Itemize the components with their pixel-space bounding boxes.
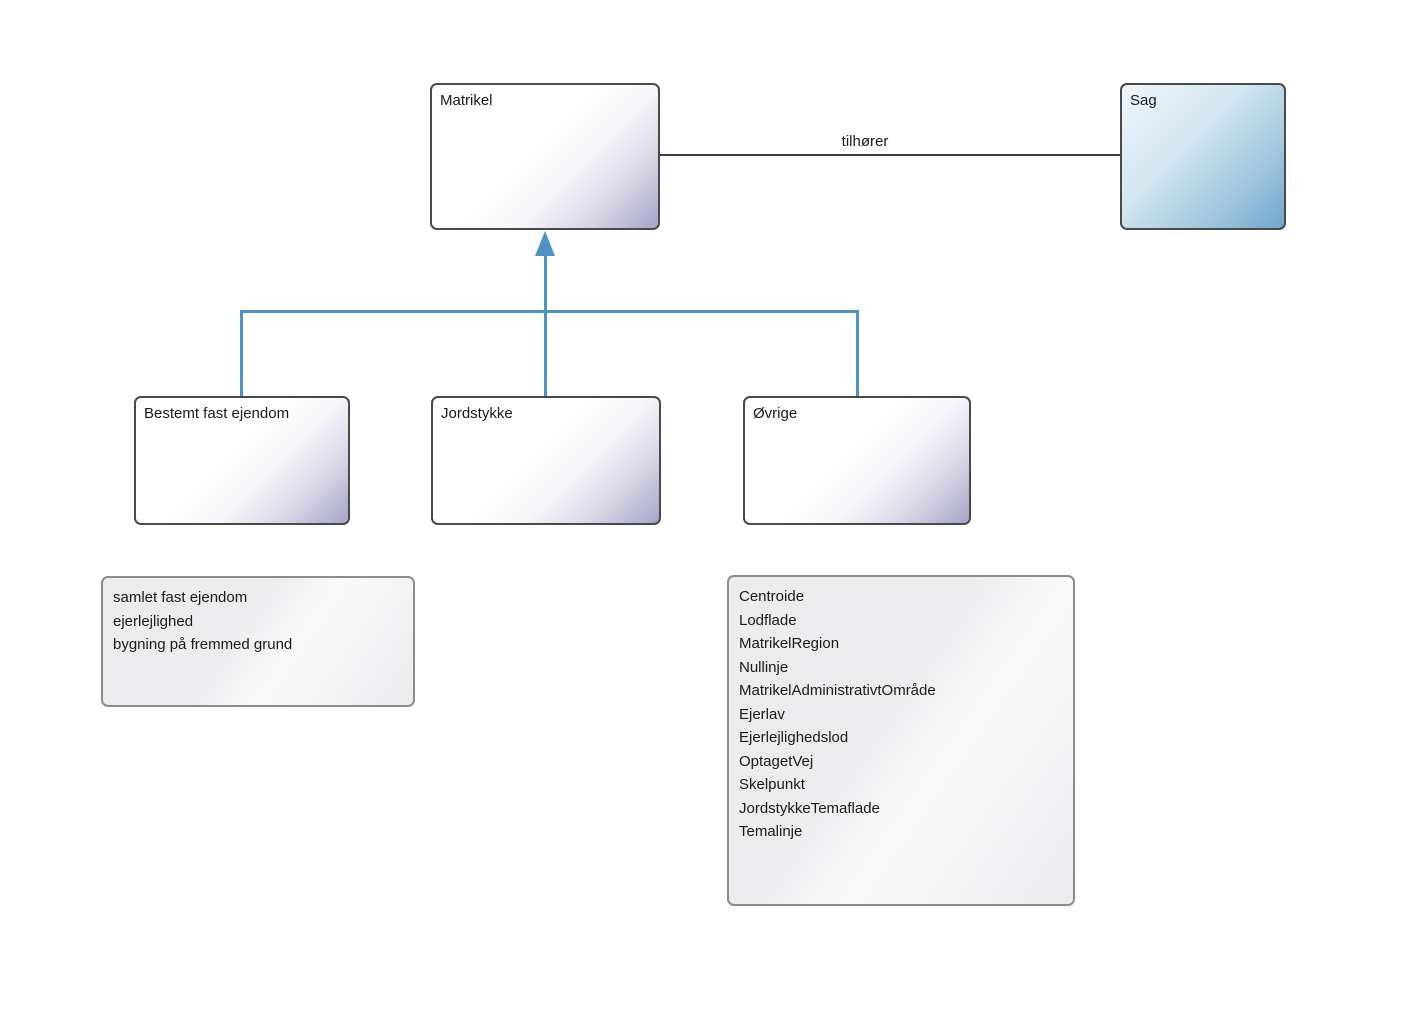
generalization-line-bestemt [240, 310, 243, 396]
node-sag: Sag [1120, 83, 1286, 230]
node-jordstykke: Jordstykke [431, 396, 661, 525]
node-ovrige: Øvrige [743, 396, 971, 525]
generalization-line-ovrige [856, 310, 859, 396]
note-line: OptagetVej [739, 752, 814, 770]
generalization-horizontal-line [240, 310, 859, 313]
node-sag-label: Sag [1130, 92, 1157, 109]
note-line: Ejerlav [739, 705, 785, 723]
node-bestemt-fast-ejendom: Bestemt fast ejendom [134, 396, 350, 525]
note-line: JordstykkeTemaflade [739, 799, 880, 817]
node-matrikel-label: Matrikel [440, 92, 493, 109]
note-line: bygning på fremmed grund [113, 636, 293, 653]
node-matrikel: Matrikel [430, 83, 660, 230]
note-line: MatrikelAdministrativtOmråde [739, 682, 936, 699]
association-label: tilhører [841, 133, 889, 150]
association-line-matrikel-sag [660, 154, 1120, 156]
note-line: Temalinje [739, 823, 803, 840]
note-bestemt-lines: samlet fast ejendom ejerlejlighed bygning … [113, 586, 403, 657]
note-line: Nullinje [739, 658, 789, 676]
node-ovrige-label: Øvrige [753, 405, 798, 422]
generalization-line-jordstykke [544, 254, 547, 396]
note-line: Ejerlejlighedslod [739, 729, 849, 746]
generalization-arrowhead-icon [535, 231, 555, 256]
note-line: samlet fast ejendom [113, 589, 248, 606]
note-line: Skelpunkt [739, 776, 805, 793]
note-line: ejerlejlighed [113, 612, 194, 630]
note-line: Centroide [739, 588, 805, 605]
node-bestemt-fast-ejendom-label: Bestemt fast ejendom [144, 405, 290, 422]
note-line: Lodflade [739, 611, 797, 629]
note-bestemt-types: samlet fast ejendom ejerlejlighed bygning … [101, 576, 415, 707]
note-line: MatrikelRegion [739, 635, 840, 652]
node-jordstykke-label: Jordstykke [441, 405, 513, 422]
